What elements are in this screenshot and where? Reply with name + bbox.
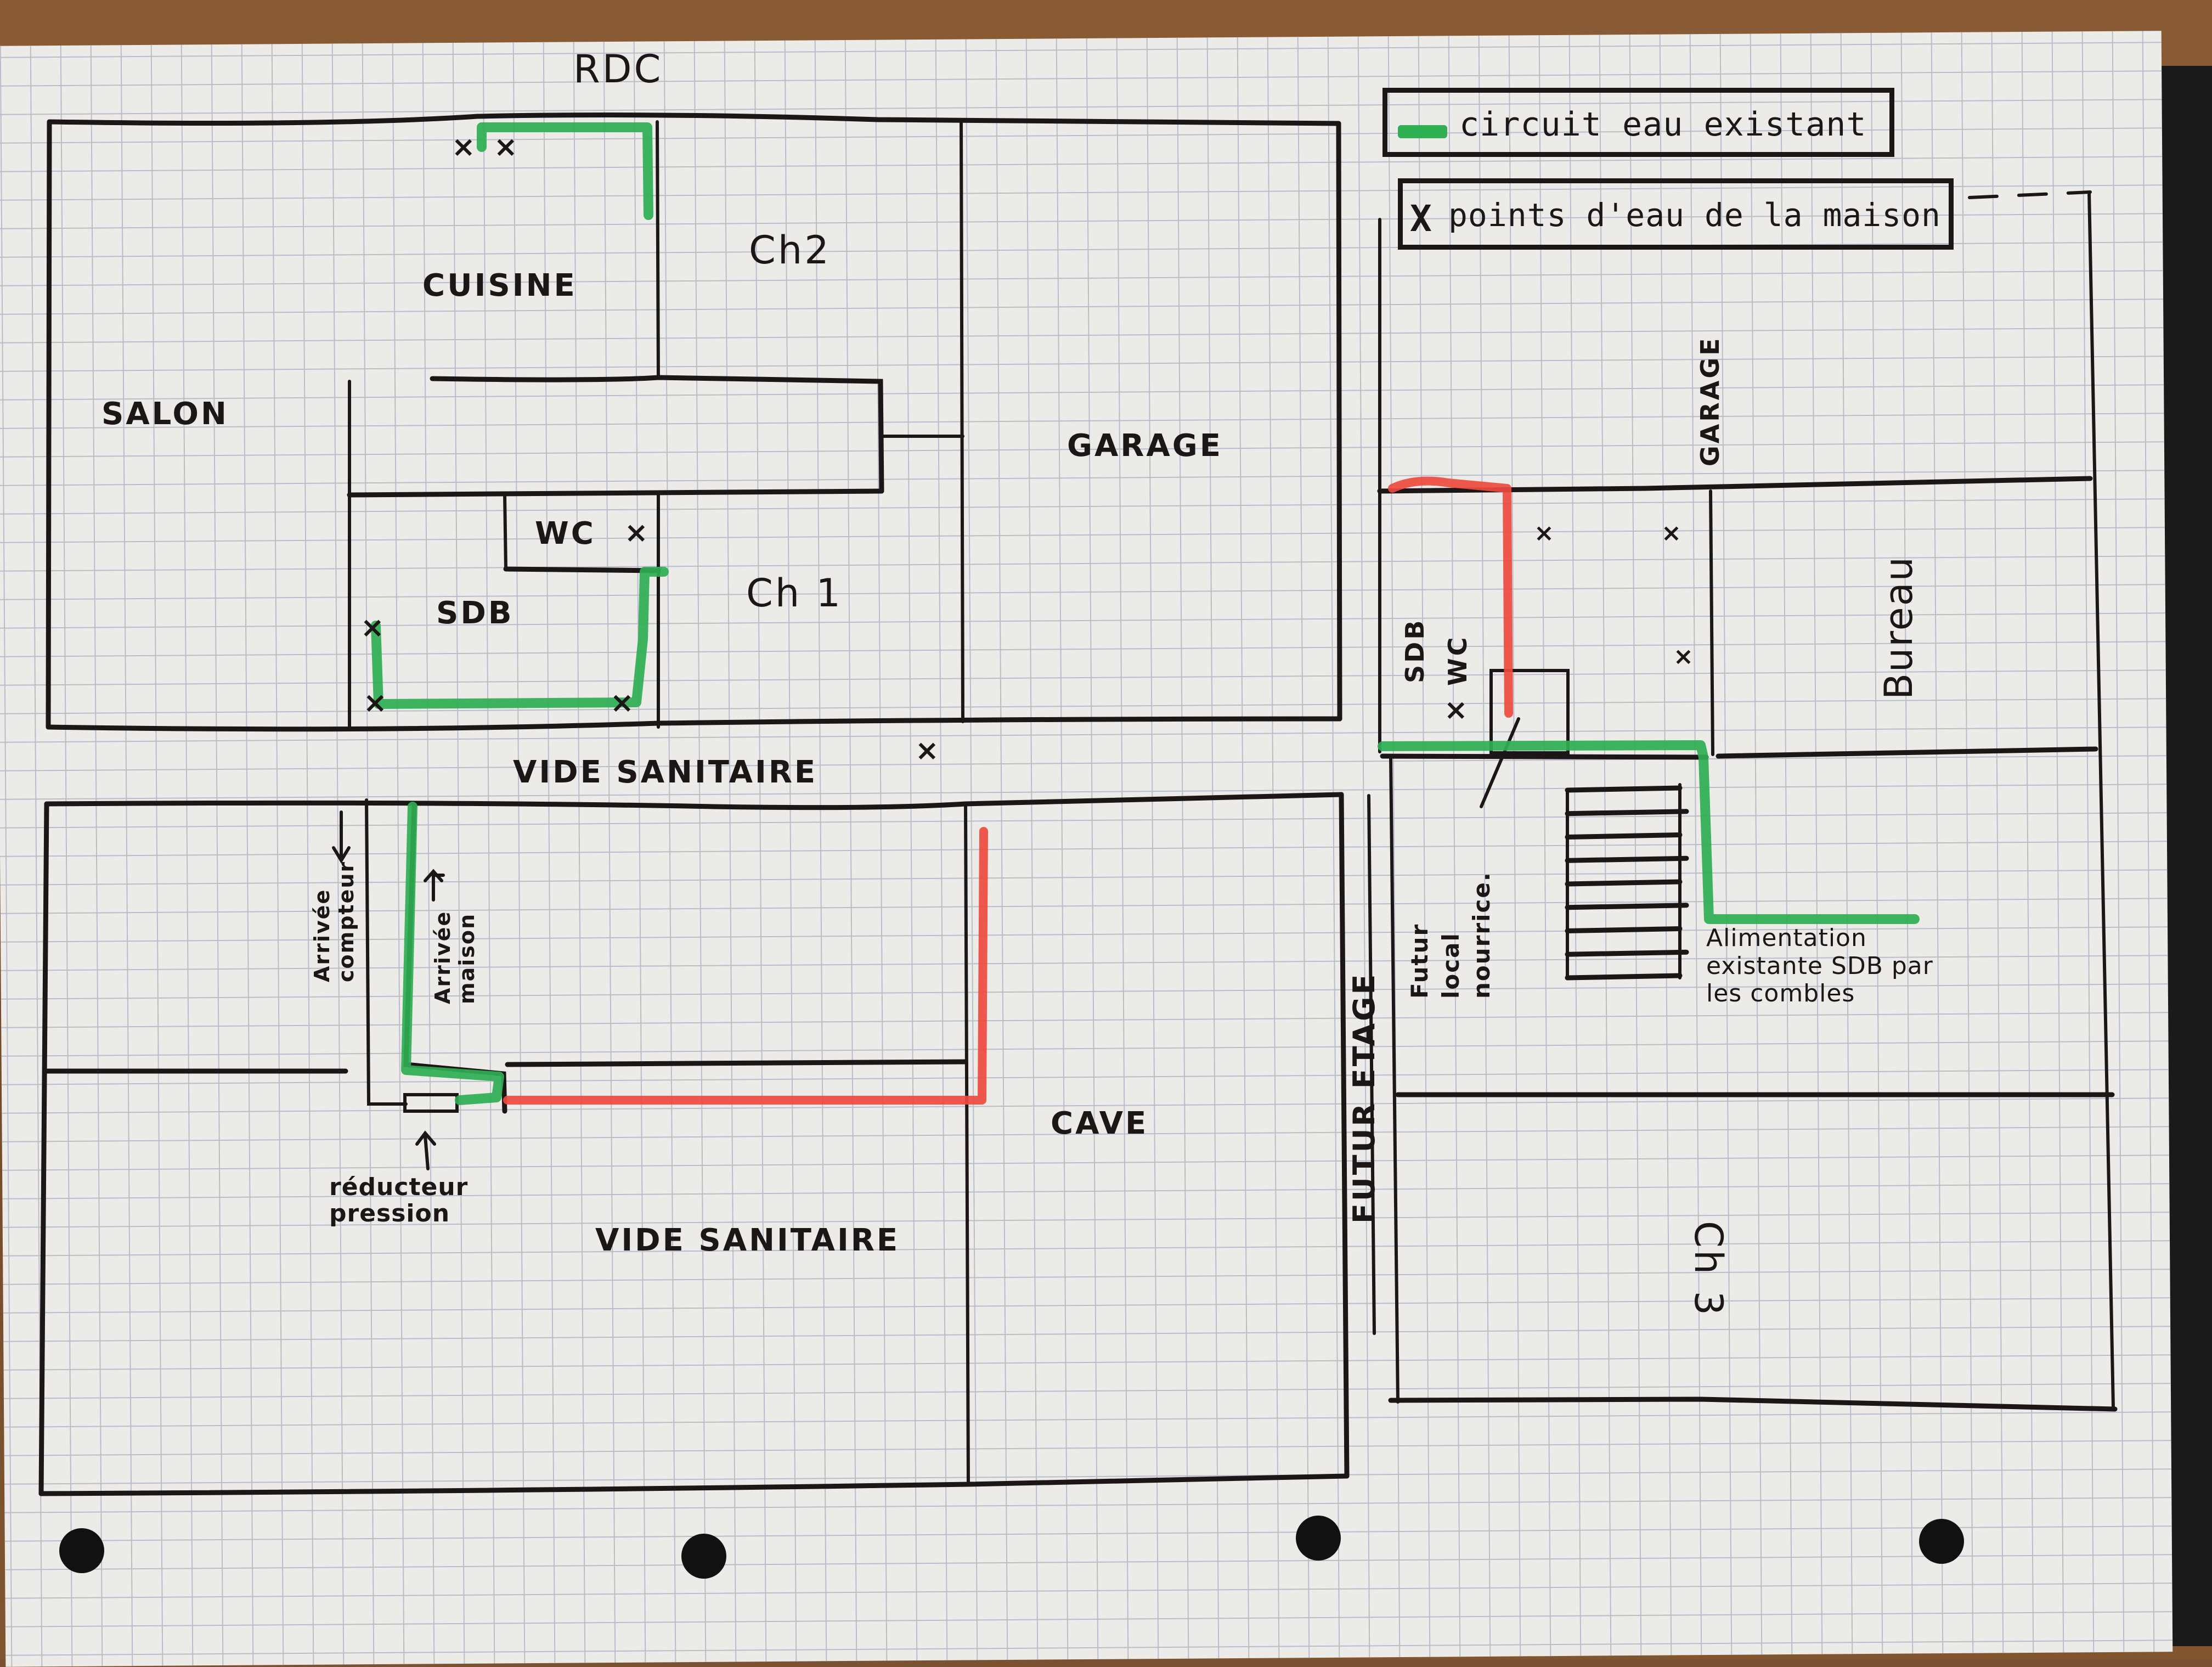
water-point-kitchen-2: × (494, 131, 518, 164)
basement-inner-wall (505, 1059, 968, 1067)
room-sdb-etage: SDB (1400, 618, 1430, 683)
compteur-pipe-left (365, 798, 408, 1106)
basement-top-wall (44, 792, 1344, 810)
legend-points-box (1398, 178, 1954, 250)
kitchen-pipe (477, 122, 653, 220)
water-point-kitchen-1: × (452, 131, 476, 164)
legend-circuit-box (1383, 88, 1894, 157)
legend-green-swatch (1398, 125, 1447, 138)
stair-step (1565, 832, 1683, 840)
sdb-pipe (371, 567, 669, 709)
legend-x-symbol: X (1410, 198, 1434, 240)
etage-left-inner-wall (1389, 756, 1400, 1404)
cave-left-wall (964, 802, 970, 1486)
basement-bottom-wall (38, 1473, 1350, 1496)
kitchen-ch2-wall (656, 120, 660, 379)
garage-bottom-wall (1377, 476, 2093, 494)
basement-left-wall (38, 801, 49, 1496)
futur-local-box (1489, 669, 1570, 754)
staircase (1565, 783, 1689, 981)
room-wc: WC (535, 516, 596, 551)
stair-step (1565, 809, 1689, 816)
binder-hole-2 (681, 1534, 726, 1579)
local-pointer-line (1480, 717, 1520, 808)
binder-hole-3 (1296, 1516, 1341, 1561)
label-alimentation-existante: Alimentation existante SDB par les combl… (1706, 924, 1933, 1008)
room-cave: CAVE (1051, 1106, 1149, 1141)
label-reducteur-pression: réducteur pression (329, 1173, 469, 1228)
room-cuisine: CUISINE (422, 268, 577, 303)
water-point-etage-2: × (1661, 519, 1681, 547)
pressure-reducer-valve (403, 1093, 459, 1113)
room-bureau: Bureau (1876, 556, 1921, 700)
maison-arrow (424, 869, 445, 902)
room-garage-rdc: GARAGE (1067, 428, 1223, 464)
binder-hole-1 (59, 1528, 104, 1573)
binder-hole-4 (1919, 1519, 1964, 1564)
room-ch3: Ch 3 (1686, 1221, 1731, 1318)
stair-step (1565, 973, 1683, 981)
sdb-bottom-wall (1380, 753, 1709, 760)
water-point-sdb-1: × (360, 611, 385, 644)
label-futur-etage: FUTUR ETAGE (1347, 972, 1381, 1224)
planned-water-circuit (503, 476, 1513, 1105)
existing-water-circuit (371, 122, 1920, 1105)
room-ch1: Ch 1 (746, 571, 843, 616)
label-vide-sanitaire-top: VIDE SANITAIRE (513, 754, 818, 790)
label-vide-sanitaire-bottom: VIDE SANITAIRE (595, 1223, 900, 1258)
etage-supply-pipe (1378, 740, 1920, 924)
bureau-bottom-wall (1716, 746, 2098, 759)
room-salon: SALON (101, 396, 229, 432)
water-point-sdb-2: × (363, 686, 387, 719)
water-point-etage-wc: × (1444, 694, 1468, 727)
room-wc-etage: WC (1443, 635, 1472, 686)
ch3-bottom-wall (1388, 1396, 2118, 1412)
stair-step (1565, 785, 1683, 793)
reducer-pointer-arrow (415, 1130, 436, 1170)
rdc-right-wall (1336, 121, 1342, 722)
page-title: RDC (573, 47, 663, 92)
legend-circuit-label: circuit eau existant (1459, 105, 1867, 144)
stair-step (1565, 903, 1689, 910)
stair-step (1565, 855, 1689, 863)
etage-top-dash (1968, 190, 2092, 199)
label-arrivee-maison: Arrivée maison (431, 910, 479, 1004)
room-sdb: SDB (436, 595, 514, 631)
rdc-left-wall (46, 119, 52, 730)
room-garage-etage: GARAGE (1695, 336, 1725, 466)
label-futur-local-nourrice: Futur local nourrice. (1406, 871, 1496, 999)
rdc-top-wall (47, 112, 1341, 126)
stair-step (1565, 949, 1689, 957)
corridor-bottom-wall (347, 488, 884, 498)
water-point-sdb-3: × (610, 686, 634, 719)
room-ch2: Ch2 (749, 228, 831, 273)
etage-sdb-pipe (1388, 476, 1513, 718)
etage-right-wall (2087, 190, 2115, 1409)
water-point-etage-3: × (1673, 643, 1694, 671)
upper-floor-walls (1367, 190, 2118, 1412)
etage-left-lower-wall (1367, 794, 1376, 1335)
label-arrivee-compteur: Arrivée compteur (310, 860, 358, 982)
legend-points-label: points d'eau de la maison (1448, 196, 1941, 234)
compteur-arrow (332, 810, 351, 864)
basement-walls (38, 792, 1350, 1496)
stair-step (1565, 926, 1683, 933)
ground-floor-walls (46, 112, 1342, 732)
wc-bottom-wall (503, 566, 661, 573)
garage-left-wall (960, 120, 964, 723)
sdb-bureau-wall (1709, 489, 1714, 756)
arrivee-maison-pipe (401, 802, 504, 1105)
water-point-vide-sanitaire: × (915, 734, 939, 767)
basement-right-wall (1339, 792, 1350, 1479)
wc-left-wall (503, 493, 507, 571)
water-point-wc: × (624, 516, 648, 549)
water-point-etage-1: × (1534, 519, 1554, 547)
corridor-top-wall (430, 375, 884, 494)
rdc-bottom-wall (46, 716, 1342, 732)
stair-step (1565, 879, 1683, 887)
basement-to-cave-pipe (503, 827, 988, 1105)
